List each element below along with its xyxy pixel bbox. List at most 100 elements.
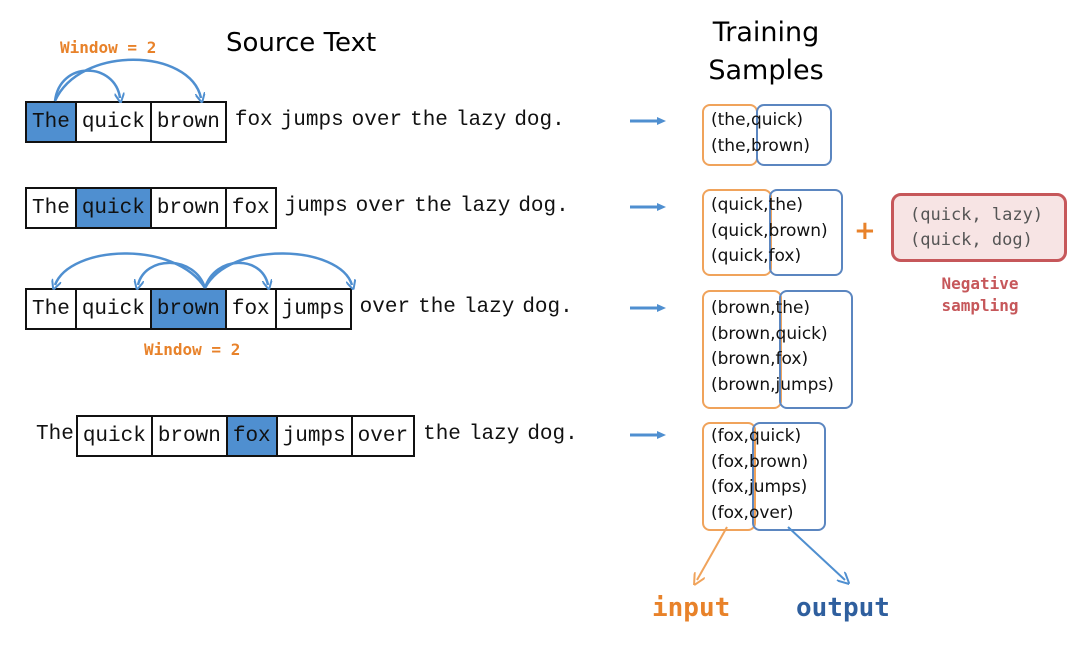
- center-word: brown: [149, 288, 227, 330]
- word: dog.: [522, 295, 573, 319]
- context-arrow: [55, 252, 207, 288]
- word: over: [355, 194, 407, 218]
- pair-input: (brown,: [711, 298, 776, 318]
- word: fox: [234, 108, 273, 132]
- word: jumps: [284, 194, 348, 218]
- sample-group-3: (brown,the)(brown,quick)(brown,fox)(brow…: [711, 296, 834, 398]
- training-pair: (brown,fox): [711, 347, 834, 373]
- negative-samples-box: (quick, lazy) (quick, dog): [891, 193, 1067, 262]
- pair-output: over): [748, 502, 794, 523]
- word: over: [359, 295, 411, 319]
- pair-input: (fox,: [711, 451, 749, 472]
- pair-output: brown): [768, 220, 828, 241]
- window-label-top: Window = 2: [60, 38, 157, 57]
- word: over: [350, 415, 416, 457]
- source-text-heading: Source Text: [226, 28, 377, 58]
- training-pair: (quick,fox): [711, 244, 828, 270]
- word: lazy: [459, 194, 511, 218]
- training-pair: (fox,over): [711, 501, 808, 527]
- negative-sample-1: (quick, lazy): [910, 204, 1044, 225]
- pair-input: (fox,: [711, 477, 749, 497]
- pair-output: jumps): [748, 477, 808, 497]
- center-word: The: [25, 101, 77, 143]
- sample-group-2: (quick,the)(quick,brown)(quick,fox): [711, 193, 828, 270]
- pair-output: fox): [775, 349, 809, 369]
- negative-sampling-label: Negative sampling: [920, 273, 1040, 317]
- pair-output: quick): [775, 323, 828, 344]
- word: jumps: [274, 288, 352, 330]
- right-arrow-icon: [630, 117, 666, 125]
- pair-input: (brown,: [711, 374, 776, 395]
- training-pair: (fox,jumps): [711, 475, 808, 501]
- output-bracket: [769, 189, 843, 276]
- context-arrow: [203, 261, 268, 288]
- word: dog.: [518, 194, 569, 218]
- pair-output: the): [768, 195, 804, 215]
- word: over: [351, 108, 403, 132]
- training-pair: (fox,quick): [711, 424, 808, 450]
- context-arrow: [138, 261, 207, 288]
- training-pair: (brown,the): [711, 296, 834, 322]
- pair-input: (brown,: [711, 349, 776, 369]
- word: lazy: [455, 108, 507, 132]
- pair-input: (fox,: [711, 426, 749, 446]
- output-pointer-arrow: [787, 526, 845, 580]
- training-samples-heading: Training Samples: [700, 14, 832, 90]
- training-pair: (the,quick): [711, 108, 810, 134]
- pair-input: (the,: [711, 110, 751, 130]
- word: dog.: [527, 422, 578, 446]
- window-label-middle: Window = 2: [144, 340, 241, 359]
- negative-sample-2: (quick, dog): [910, 229, 1033, 250]
- pair-input: (quick,: [711, 220, 769, 241]
- training-heading-line2: Samples: [708, 55, 824, 86]
- context-arrow: [203, 252, 352, 288]
- word: the: [414, 194, 452, 218]
- right-arrow-icon: [630, 203, 666, 211]
- output-bracket: [779, 290, 853, 409]
- training-pair: (fox,brown): [711, 450, 808, 476]
- word: the: [418, 295, 456, 319]
- pair-output: the): [775, 298, 811, 318]
- sample-group-4: (fox,quick)(fox,brown)(fox,jumps)(fox,ov…: [711, 424, 808, 526]
- training-pair: (brown,quick): [711, 322, 834, 348]
- pair-input: (fox,: [711, 502, 749, 523]
- input-label: input: [652, 593, 731, 623]
- right-arrow-icon: [630, 304, 666, 312]
- word: jumps: [280, 108, 344, 132]
- context-arrow: [53, 58, 201, 101]
- word: lazy: [468, 422, 520, 446]
- pair-output: fox): [768, 246, 802, 266]
- output-label: output: [796, 593, 890, 623]
- plus-sign: +: [854, 216, 876, 246]
- training-pair: (brown,jumps): [711, 373, 834, 399]
- word: the: [423, 422, 461, 446]
- training-pair: (quick,brown): [711, 219, 828, 245]
- training-heading-line1: Training: [712, 17, 820, 48]
- output-bracket: [756, 104, 832, 166]
- training-pair: (the,brown): [711, 134, 810, 160]
- pair-input: (quick,: [711, 195, 769, 215]
- word: brown: [149, 101, 227, 143]
- pair-output: quick): [750, 110, 804, 130]
- output-bracket: [752, 422, 826, 531]
- input-bracket: [702, 189, 772, 276]
- pair-output: brown): [750, 135, 811, 156]
- word: fox: [224, 187, 277, 229]
- pair-output: quick): [748, 426, 802, 446]
- negative-label-line1: Negative: [941, 274, 1019, 293]
- pair-input: (the,: [711, 135, 751, 156]
- pair-input: (brown,: [711, 323, 776, 344]
- pair-output: brown): [748, 451, 809, 472]
- word: lazy: [463, 295, 515, 319]
- sample-group-1: (the,quick)(the,brown): [711, 108, 810, 159]
- pair-output: jumps): [775, 374, 834, 395]
- pair-input: (quick,: [711, 246, 769, 266]
- training-pair: (quick,the): [711, 193, 828, 219]
- input-bracket: [702, 290, 782, 409]
